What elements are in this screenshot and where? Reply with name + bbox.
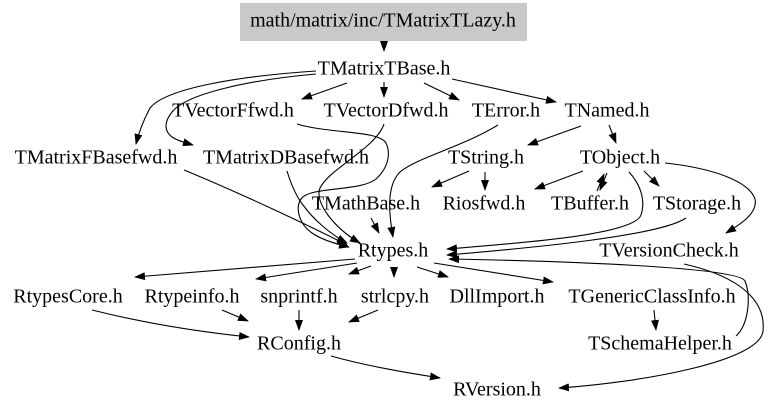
edge-matF-rtypes: [183, 169, 348, 246]
graph-node-rtypescore[interactable]: RtypesCore.h: [13, 286, 122, 308]
edge-base-matF: [134, 70, 317, 145]
edge-obj-rios: [534, 170, 584, 190]
graph-node-err[interactable]: TError.h: [472, 100, 540, 122]
graph-node-snprintf[interactable]: snprintf.h: [260, 286, 337, 308]
graph-node-math[interactable]: TMathBase.h: [312, 193, 420, 215]
graph-node-buf[interactable]: TBuffer.h: [551, 193, 629, 215]
graph-node-matD[interactable]: TMatrixDBasefwd.h: [203, 147, 369, 169]
edge-base-matD: [165, 73, 317, 147]
edge-rtypes-tgeneric: [433, 262, 554, 285]
edge-rconfig-rversion: [330, 355, 441, 381]
edge-strlcpy-rconfig: [348, 309, 379, 323]
edge-math-rtypes: [370, 217, 380, 234]
graph-node-tschema[interactable]: TSchemaHelper.h: [588, 333, 732, 355]
graph-node-vecD[interactable]: TVectorDfwd.h: [324, 100, 449, 122]
edge-named-obj: [608, 124, 617, 144]
edge-vecF-rtypes: [296, 123, 389, 249]
root-node-box: [240, 3, 527, 41]
graph-node-rconfig[interactable]: RConfig.h: [257, 333, 341, 355]
edge-storage-rtypes: [446, 217, 687, 259]
edge-rtypescore-rconfig: [91, 309, 250, 340]
graph-node-rtypes[interactable]: Rtypes.h: [358, 240, 429, 262]
graph-node-vercheck[interactable]: TVersionCheck.h: [599, 240, 738, 262]
graph-node-rios[interactable]: Riosfwd.h: [443, 193, 526, 215]
graph-node-storage[interactable]: TStorage.h: [653, 193, 741, 215]
edge-vecD-rtypes: [318, 123, 385, 244]
edge-rtypes-snprintf: [348, 265, 372, 275]
edge-rtypes-rtypeinfo: [255, 262, 358, 282]
graph-node-tgeneric[interactable]: TGenericClassInfo.h: [568, 286, 735, 308]
graph-node-named[interactable]: TNamed.h: [565, 100, 650, 122]
graph-node-base[interactable]: TMatrixTBase.h: [318, 58, 451, 80]
edge-tgeneric-tschema: [651, 309, 659, 331]
edge-rtypeinfo-rconfig: [221, 309, 249, 322]
edge-base-vecF: [301, 82, 348, 100]
edge-buf-obj: [596, 173, 605, 192]
graph-node-matF[interactable]: TMatrixFBasefwd.h: [15, 147, 178, 169]
edge-named-str: [527, 125, 582, 146]
edge-obj-vercheck: [664, 162, 756, 234]
graph-node-dllimport[interactable]: DllImport.h: [450, 286, 545, 308]
graph-node-vecF[interactable]: TVectorFfwd.h: [172, 100, 294, 122]
edge-obj-storage: [643, 170, 660, 187]
edge-err-rtypes: [387, 124, 499, 238]
edge-rtypes-rtypescore: [134, 258, 356, 281]
graph-node-obj[interactable]: TObject.h: [580, 147, 660, 169]
graph-node-str[interactable]: TString.h: [448, 147, 524, 169]
graph-node-rtypeinfo[interactable]: Rtypeinfo.h: [145, 286, 240, 308]
graph-node-strlcpy[interactable]: strlcpy.h: [361, 286, 429, 308]
graph-node-lazy: math/matrix/inc/TMatrixTLazy.h: [250, 10, 516, 32]
edge-tschema-rtypes: [448, 255, 749, 337]
edge-str-math: [431, 170, 470, 188]
edge-base-err: [423, 82, 460, 101]
edge-obj-rtypes: [446, 171, 644, 253]
edge-matD-rtypes: [286, 170, 348, 244]
edge-vercheck-rversion: [558, 263, 764, 392]
edge-rtypes-dllimport: [416, 266, 449, 278]
edge-base-named: [451, 78, 557, 104]
graph-node-rversion[interactable]: RVersion.h: [453, 379, 541, 401]
